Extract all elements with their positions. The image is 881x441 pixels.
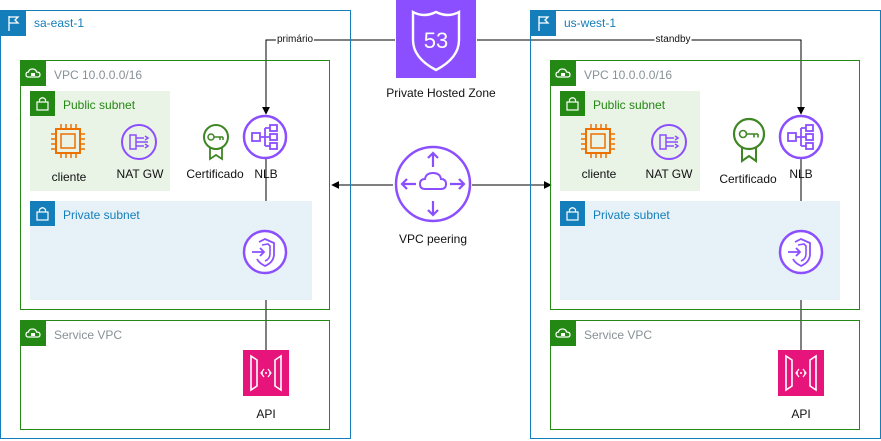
nat-gateway-icon[interactable]	[120, 123, 158, 161]
certificate-icon[interactable]	[729, 116, 769, 164]
region-label: sa-east-1	[34, 16, 85, 30]
private-subnet-label: Private subnet	[63, 208, 140, 222]
certificate-label: Certificado	[186, 167, 244, 181]
service-vpc-label: Service VPC	[584, 328, 653, 342]
nlb-label: NLB	[789, 167, 813, 181]
service-vpc-us-west-1: Service VPC	[550, 320, 860, 430]
nat-gateway-icon[interactable]	[650, 123, 688, 161]
api-label: API	[791, 407, 811, 421]
region-flag-icon	[531, 11, 556, 36]
public-subnet-us-west-1: Public subnet	[560, 91, 700, 191]
ec2-instance-icon[interactable]	[49, 121, 87, 161]
vpc-cloud-lock-icon	[21, 321, 46, 346]
certificate-icon[interactable]	[199, 122, 233, 162]
vpc-peering-icon[interactable]	[394, 145, 472, 223]
region-label: us-west-1	[564, 16, 617, 30]
public-subnet-label: Public subnet	[63, 98, 136, 112]
subnet-lock-icon	[30, 91, 55, 116]
private-subnet-label: Private subnet	[593, 208, 670, 222]
api-gateway-icon[interactable]	[778, 350, 824, 396]
route53-badge-text: 53	[424, 28, 448, 53]
region-sa-east-1: sa-east-1	[0, 10, 351, 439]
standby-edge	[477, 39, 805, 115]
nat-gw-label: NAT GW	[116, 167, 164, 181]
vpc-cloud-lock-icon	[551, 61, 576, 86]
nlb-label: NLB	[254, 167, 278, 181]
nlb-icon[interactable]	[242, 114, 288, 160]
public-subnet-sa-east-1: Public subnet	[30, 91, 170, 191]
subnet-lock-icon	[560, 201, 585, 226]
nlb-icon[interactable]	[778, 114, 824, 160]
vpc-peering-label: VPC peering	[398, 232, 468, 246]
certificate-label: Certificado	[719, 172, 777, 186]
subnet-lock-icon	[560, 91, 585, 116]
vpc-main-sa-east-1: VPC 10.0.0.0/16	[20, 60, 330, 310]
service-vpc-sa-east-1: Service VPC	[20, 320, 330, 430]
client-label: cliente	[51, 170, 87, 184]
hosted-zone-label: Private Hosted Zone	[386, 86, 496, 100]
vpc-endpoint-icon[interactable]	[778, 229, 824, 275]
vpc-cloud-lock-icon	[21, 61, 46, 86]
vpc-cloud-lock-icon	[551, 321, 576, 346]
public-subnet-label: Public subnet	[593, 98, 666, 112]
vpc-label: VPC 10.0.0.0/16	[54, 68, 143, 82]
vpc-endpoint-icon[interactable]	[242, 229, 288, 275]
api-label: API	[256, 407, 276, 421]
primary-edge-label: primário	[275, 34, 315, 45]
client-label: cliente	[581, 167, 617, 181]
route53-icon[interactable]: 53	[396, 0, 476, 78]
service-vpc-label: Service VPC	[54, 328, 123, 342]
vpc-main-us-west-1: VPC 10.0.0.0/16	[550, 60, 860, 310]
region-flag-icon	[1, 11, 26, 36]
ec2-instance-icon[interactable]	[579, 121, 617, 161]
vpc-label: VPC 10.0.0.0/16	[584, 68, 673, 82]
primary-edge	[262, 39, 395, 115]
standby-edge-label: standby	[654, 34, 692, 45]
api-gateway-icon[interactable]	[243, 350, 289, 396]
nat-gw-label: NAT GW	[645, 167, 693, 181]
subnet-lock-icon	[30, 201, 55, 226]
